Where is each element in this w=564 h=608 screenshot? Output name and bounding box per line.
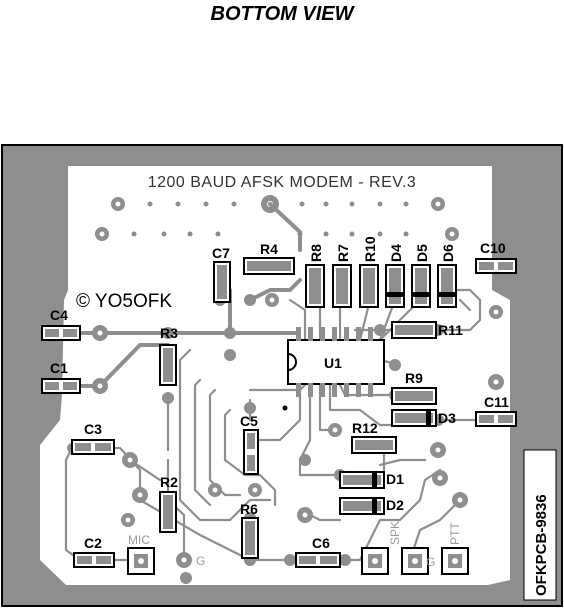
label-r11: R11 <box>438 322 463 338</box>
r4-body <box>243 257 295 275</box>
label-r8: R8 <box>308 244 324 262</box>
label-strip <box>523 449 557 601</box>
d3-body <box>391 409 437 427</box>
components <box>41 257 517 575</box>
label-mic: MIC <box>128 533 150 547</box>
r6-body <box>241 517 259 559</box>
label-d5: D5 <box>414 244 430 262</box>
label-d4: D4 <box>388 244 404 262</box>
label-r7: R7 <box>335 244 351 262</box>
label-c11: C11 <box>484 394 509 410</box>
copyright-mark: © YO5OFK <box>76 291 172 312</box>
d6-body <box>437 264 457 308</box>
d4-body <box>385 264 405 308</box>
spk-connector <box>361 547 389 575</box>
c7-body <box>213 261 231 303</box>
d2-body <box>339 497 385 515</box>
c5-body <box>243 429 259 475</box>
label-c1: C1 <box>50 360 68 376</box>
label-r3: R3 <box>160 325 178 341</box>
label-r4: R4 <box>260 241 278 257</box>
d1-body <box>339 471 385 489</box>
r7-body <box>332 264 352 308</box>
label-c10: C10 <box>480 240 506 256</box>
label-c4: C4 <box>50 307 68 323</box>
label-r6: R6 <box>240 501 258 517</box>
label-g-mic: G <box>196 554 205 568</box>
c3-body <box>71 439 115 455</box>
r10-body <box>359 264 379 308</box>
label-r12: R12 <box>352 420 378 436</box>
label-c6: C6 <box>312 535 330 551</box>
label-c3: C3 <box>84 421 102 437</box>
label-c7: C7 <box>212 245 230 261</box>
ic-u1 <box>282 327 385 411</box>
c1-body <box>41 378 81 394</box>
label-g-radio: G <box>426 555 435 569</box>
r8-body <box>305 264 325 308</box>
board-title: 1200 BAUD AFSK MODEM - REV.3 <box>148 174 417 191</box>
r11-body <box>391 321 437 339</box>
part-number: OFKPCB-9836 <box>533 494 550 596</box>
d5-body <box>411 264 431 308</box>
label-d2: D2 <box>386 497 404 513</box>
c11-body <box>475 411 517 427</box>
label-c2: C2 <box>84 535 102 551</box>
mic-connector <box>127 547 155 575</box>
label-r9: R9 <box>405 370 423 386</box>
c10-body <box>475 258 517 274</box>
label-spk: SPK <box>388 521 402 545</box>
g-connector <box>401 547 429 575</box>
r12-body <box>351 436 397 454</box>
label-r2: R2 <box>160 474 178 490</box>
r2-body <box>159 491 177 533</box>
c6-body <box>295 552 341 568</box>
view-title: BOTTOM VIEW <box>210 3 354 25</box>
c2-body <box>73 552 115 568</box>
c4-body <box>41 325 81 341</box>
r3-body <box>159 344 177 386</box>
ic-label: U1 <box>324 355 342 371</box>
label-d3: D3 <box>438 410 456 426</box>
label-ptt: PTT <box>448 522 462 545</box>
label-d6: D6 <box>440 244 456 262</box>
label-r10: R10 <box>362 236 378 262</box>
label-c5: C5 <box>240 413 258 429</box>
r9-body <box>391 387 437 405</box>
label-d1: D1 <box>386 471 404 487</box>
ptt-connector <box>441 547 469 575</box>
